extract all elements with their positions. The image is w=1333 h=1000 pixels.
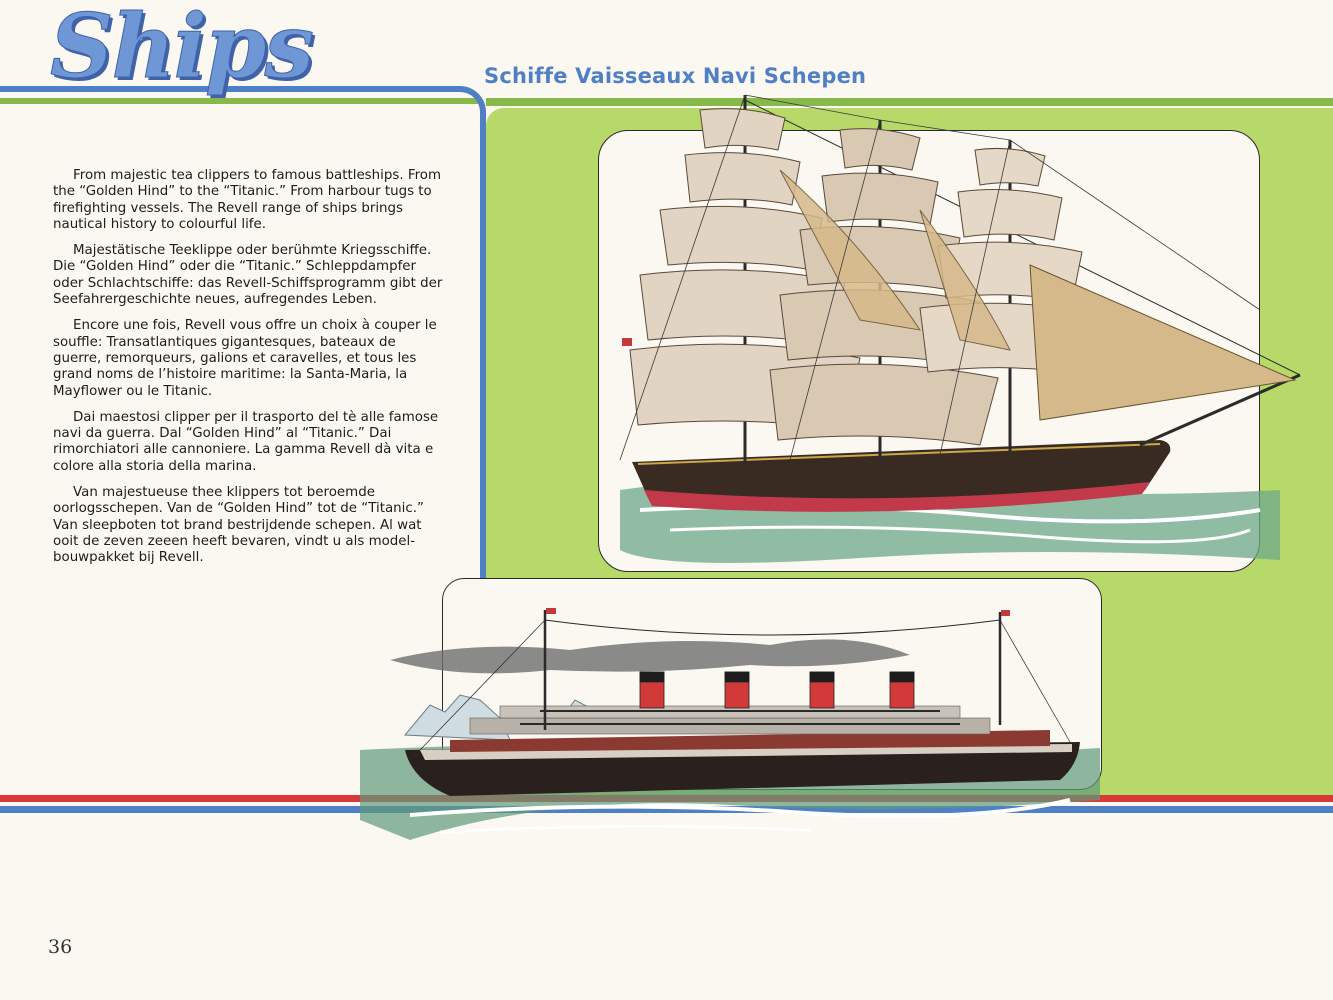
page-title: Ships [49, 0, 314, 98]
white-stripe-bottom [0, 802, 1333, 806]
body-text: From majestic tea clippers to famous bat… [53, 168, 448, 577]
paragraph-german: Majestätische Teeklippe oder berühmte Kr… [53, 243, 443, 308]
paragraph-english: From majestic tea clippers to famous bat… [53, 168, 442, 232]
blue-frame-line [0, 86, 486, 786]
ocean-liner-illustration [360, 608, 1100, 840]
page-number: 36 [48, 936, 73, 958]
paragraph-italian: Dai maestosi clipper per il trasporto de… [53, 409, 439, 474]
blue-stripe-bottom [0, 806, 1333, 813]
paragraph-dutch: Van majestueuse thee klippers tot beroem… [53, 485, 424, 566]
paragraph-french: Encore une fois, Revell vous offre un ch… [53, 318, 437, 399]
page-subtitle: Schiffe Vaisseaux Navi Schepen [484, 64, 867, 88]
green-frame-line [0, 98, 478, 798]
green-stripe-top [486, 98, 1333, 106]
clipper-ship-illustration [619, 94, 1301, 563]
